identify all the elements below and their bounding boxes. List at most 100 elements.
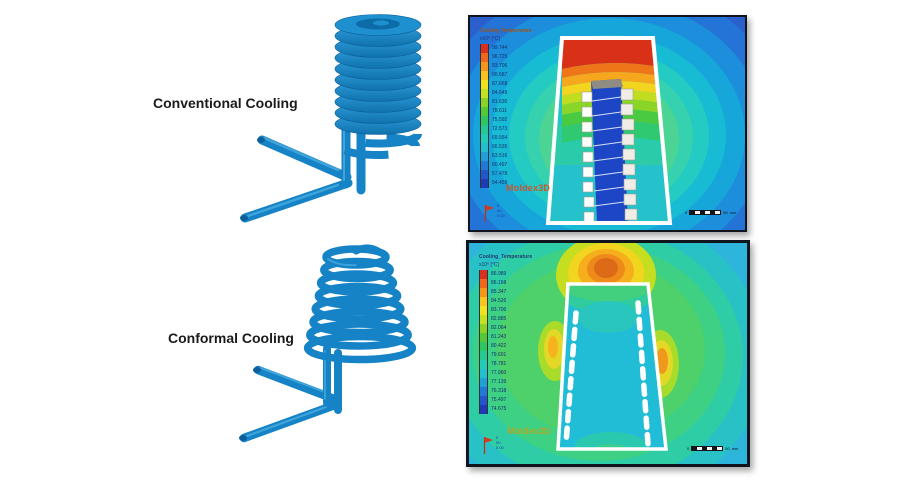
legend-tick-value: 85.347 [491, 289, 507, 295]
scale-end: 50 [725, 446, 730, 451]
legend-units: x10⁰ [°C] [480, 36, 500, 42]
legend-color-swatch [479, 405, 488, 414]
legend-color-swatch [480, 80, 489, 89]
legend-color-swatch [480, 179, 489, 188]
legend-tick-value: 75.497 [491, 397, 507, 403]
moldex3d-watermark: Moldex3D [506, 183, 551, 193]
legend-color-swatch [480, 152, 489, 161]
legend-tick-value: 54.459 [492, 180, 508, 186]
axis-triad: 0 50 0.00 [482, 435, 504, 455]
legend-tick: 57.478 [480, 170, 532, 179]
temperature-contour-plot-conformal [469, 243, 747, 464]
legend-tick: 77.139 [479, 378, 532, 387]
legend-title: Cooling Temperature [480, 28, 532, 34]
legend-tick-value: 86.168 [491, 280, 507, 286]
legend-color-swatch [479, 324, 488, 333]
legend-tick: 81.243 [479, 333, 532, 342]
legend-tick: 72.573 [480, 125, 532, 134]
legend-tick: 60.497 [480, 161, 532, 170]
legend-color-swatch [480, 98, 489, 107]
mold-cavity-outline [556, 282, 668, 451]
scale-bar: 0 50 mm [687, 446, 738, 451]
legend-color-swatch [480, 170, 489, 179]
legend-tick-value: 77.960 [491, 370, 507, 376]
legend-color-swatch [479, 279, 488, 288]
legend-tick-value: 57.478 [492, 171, 508, 177]
legend-color-swatch [480, 44, 489, 53]
legend-tick-value: 63.516 [492, 153, 508, 159]
scale-start: 0 [685, 210, 688, 215]
legend-color-swatch [480, 116, 489, 125]
scale-unit: mm [731, 446, 739, 451]
legend-color-swatch [480, 161, 489, 170]
legend-tick-value: 74.675 [491, 406, 507, 412]
legend-tick-value: 83.706 [491, 307, 507, 313]
legend-color-swatch [480, 143, 489, 152]
legend-tick-value: 76.318 [491, 388, 507, 394]
legend-color-swatch [479, 342, 488, 351]
scale-ruler [691, 446, 724, 451]
legend-tick: 80.422 [479, 342, 532, 351]
conical-helix-coil [303, 244, 417, 364]
legend-tick-value: 86.989 [491, 271, 507, 277]
legend-title: Cooling_Temperature [479, 254, 533, 260]
scale-unit: mm [729, 210, 737, 215]
legend-color-swatch [479, 351, 488, 360]
legend-tick: 87.668 [480, 80, 532, 89]
legend-color-swatch [480, 134, 489, 143]
inlet-outlet-pipes [240, 135, 353, 223]
legend-tick: 96.725 [480, 53, 532, 62]
legend-tick: 83.706 [479, 306, 532, 315]
legend-tick: 69.554 [480, 134, 532, 143]
legend-tick-value: 81.243 [491, 334, 507, 340]
axis-triad: 0 50 0.00 [483, 203, 505, 223]
legend-tick: 90.687 [480, 71, 532, 80]
conformal-cooling-3d-model [239, 244, 417, 443]
legend-units: x10⁰ [°C] [479, 262, 499, 268]
axis-info-line: 50 [497, 208, 502, 213]
legend-tick: 54.459 [480, 179, 532, 188]
legend-tick: 84.649 [480, 89, 532, 98]
simulation-panel-conventional: Cooling Temperature x10⁰ [°C] 99.744 96.7… [468, 15, 747, 232]
legend-tick-value: 69.554 [492, 135, 508, 141]
legend-tick: 82.885 [479, 315, 532, 324]
legend-tick: 86.989 [479, 270, 532, 279]
conventional-cooling-3d-model [240, 14, 422, 223]
color-legend: Cooling Temperature x10⁰ [°C] 99.744 96.7… [480, 28, 532, 188]
legend-tick-value: 79.601 [491, 352, 507, 358]
legend-color-swatch [480, 71, 489, 80]
axis-info-line: 0 [496, 435, 499, 440]
legend-tick-value: 77.139 [491, 379, 507, 385]
legend-color-swatch [480, 89, 489, 98]
legend-color-swatch [479, 369, 488, 378]
legend-color-swatch [479, 306, 488, 315]
axis-flag-icon [483, 437, 493, 454]
legend-tick: 75.592 [480, 116, 532, 125]
axis-info-line: 50 [496, 440, 501, 445]
scale-ruler [689, 210, 722, 215]
scale-start: 0 [687, 446, 690, 451]
conformal-channel-dashed-lines [563, 300, 651, 447]
legend-tick: 99.744 [480, 44, 532, 53]
legend-tick: 86.168 [479, 279, 532, 288]
color-legend: Cooling_Temperature x10⁰ [°C] 86.989 86.1… [479, 254, 532, 414]
stacked-spiral-coil [334, 14, 422, 135]
simulation-panel-conformal: Cooling_Temperature x10⁰ [°C] 86.989 86.1… [466, 240, 750, 467]
scale-bar: 0 50 mm [685, 210, 736, 215]
legend-color-swatch [479, 315, 488, 324]
legend-tick-value: 81.630 [492, 99, 508, 105]
legend-tick-value: 99.744 [492, 45, 508, 51]
scale-end: 50 [723, 210, 728, 215]
legend-tick-value: 93.706 [492, 63, 508, 69]
legend-tick: 76.318 [479, 387, 532, 396]
legend-tick: 63.516 [480, 152, 532, 161]
legend-color-swatch [479, 270, 488, 279]
legend-tick-value: 82.064 [491, 325, 507, 331]
legend-color-swatch [480, 53, 489, 62]
legend-color-swatch [479, 297, 488, 306]
legend-color-swatch [479, 333, 488, 342]
legend-tick: 84.526 [479, 297, 532, 306]
legend-tick-value: 75.592 [492, 117, 508, 123]
legend-tick: 79.601 [479, 351, 532, 360]
